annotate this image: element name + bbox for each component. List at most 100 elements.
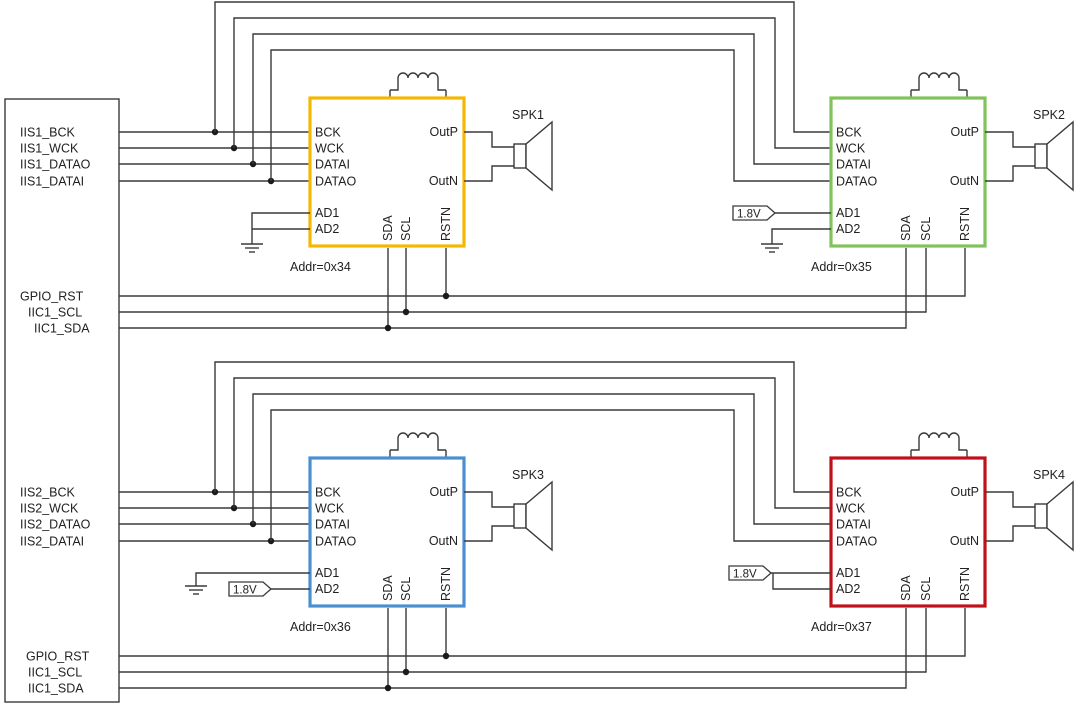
chip-pin-label: SCL [399,577,413,601]
controller-pin-label: GPIO_RST [20,290,84,304]
junction-dot [442,292,450,300]
iis-route-wire [233,377,832,509]
speaker-label: SPK1 [512,108,544,122]
chip-outline [829,456,987,608]
chip-pin-label: RSTN [439,207,453,241]
iis-route-wire [233,17,832,149]
inductor-winding [911,72,967,91]
ad-wire [772,573,831,590]
sda-bus-wire [119,608,907,689]
chip-pin-label: AD2 [836,582,860,596]
speaker-magnet [513,143,527,169]
chip-pin-label: AD1 [315,566,339,580]
ground-symbol [241,238,263,253]
chip-outline [829,96,987,248]
speaker-cone [525,480,553,552]
iis-route-wire [214,1,832,133]
junction-dot [402,308,410,316]
chip-pin-label: DATAO [315,535,356,549]
chip-pin-label: OutP [951,485,980,499]
speaker-cone [525,120,553,192]
controller-pin-label: IIS1_WCK [20,142,79,156]
speaker-wire [464,165,514,182]
chip-pin-label: AD1 [836,566,860,580]
chip-pin-label: SDA [899,575,913,601]
power-flag-shape [732,205,776,221]
chip-pin-label: OutN [950,534,979,548]
chip-pin-label: SCL [399,217,413,241]
controller-pin-label: IIS1_DATAI [20,175,84,189]
chip-pin-label: RSTN [958,567,972,601]
speaker-label: SPK4 [1033,468,1065,482]
chip-pin-label: SDA [899,215,913,241]
inductor-coil [911,72,967,91]
scl-bus-wire [119,608,927,673]
chip-address: Addr=0x37 [811,620,872,634]
chip-pin-label: AD2 [315,222,339,236]
chip-address: Addr=0x36 [290,620,351,634]
iis-route-wire [270,409,832,542]
chip-pin-label: BCK [315,486,341,500]
chip-pin-label: OutP [430,485,459,499]
speaker-label: SPK3 [512,468,544,482]
chip-pin-label: WCK [836,142,866,156]
chip-pin-label: BCK [836,126,862,140]
controller-pin-label: IIC1_SCL [28,306,82,320]
scl-bus-wire [119,248,927,313]
speaker-wire [985,491,1035,508]
chip-pin-label: DATAO [836,175,877,189]
ad-wire [251,212,310,238]
chip-pin-label: DATAO [315,175,356,189]
chip-pin-label: SDA [381,215,395,241]
chip-pin-label: OutN [950,174,979,188]
inductor-coil [390,72,446,91]
speaker-magnet [1034,143,1048,169]
power-flag-shape [728,565,772,581]
controller-pin-label: IIS2_DATAO [20,518,91,532]
power-flag: 1.8V [732,205,776,221]
chip-pin-label: DATAI [315,518,350,532]
junction-dot [384,324,392,332]
speaker-magnet [513,503,527,529]
chip-pin-label: SCL [919,577,933,601]
chip-pin-label: BCK [836,486,862,500]
chip-pin-label: DATAI [836,158,871,172]
speaker-magnet [1034,503,1048,529]
chip-address: Addr=0x35 [811,260,872,274]
chip-pin-label: WCK [836,502,866,516]
speaker-wire [464,491,514,508]
speaker-wire [985,525,1035,542]
section-1: IIS1_BCKIIS1_WCKIIS1_DATAOIIS1_DATAIGPIO… [20,1,1074,336]
junction-dot [402,668,410,676]
speaker-wire [985,131,1035,148]
iis-route-wire [252,393,832,525]
chip-pin-label: AD1 [315,206,339,220]
power-label: 1.8V [733,569,757,581]
speaker-icon [513,480,553,552]
controller-pin-label: IIS1_DATAO [20,158,91,172]
chip-pin-label: WCK [315,502,345,516]
speaker-icon [1034,480,1074,552]
speaker-wire [985,165,1035,182]
chip-pin-label: DATAI [836,518,871,532]
inductor-winding [911,432,967,451]
controller-pin-label: GPIO_RST [26,650,90,664]
chip-pin-label: DATAO [836,535,877,549]
rst-bus-wire [119,248,966,297]
chip-pin-label: RSTN [958,207,972,241]
chip-pin-label: OutP [951,125,980,139]
chip-pin-label: WCK [315,142,345,156]
inductor-winding [390,72,446,91]
chip-pin-label: AD2 [836,222,860,236]
controller-pin-label: IIC1_SDA [34,322,90,336]
chip-pin-label: AD1 [836,206,860,220]
chip-outline [308,96,466,248]
controller-pin-label: IIS2_DATAI [20,535,84,549]
ground-symbol [761,238,783,253]
inductor-winding [390,432,446,451]
chip-pin-label: OutN [429,534,458,548]
chip-pin-label: RSTN [439,567,453,601]
power-flag: 1.8V [728,565,772,581]
